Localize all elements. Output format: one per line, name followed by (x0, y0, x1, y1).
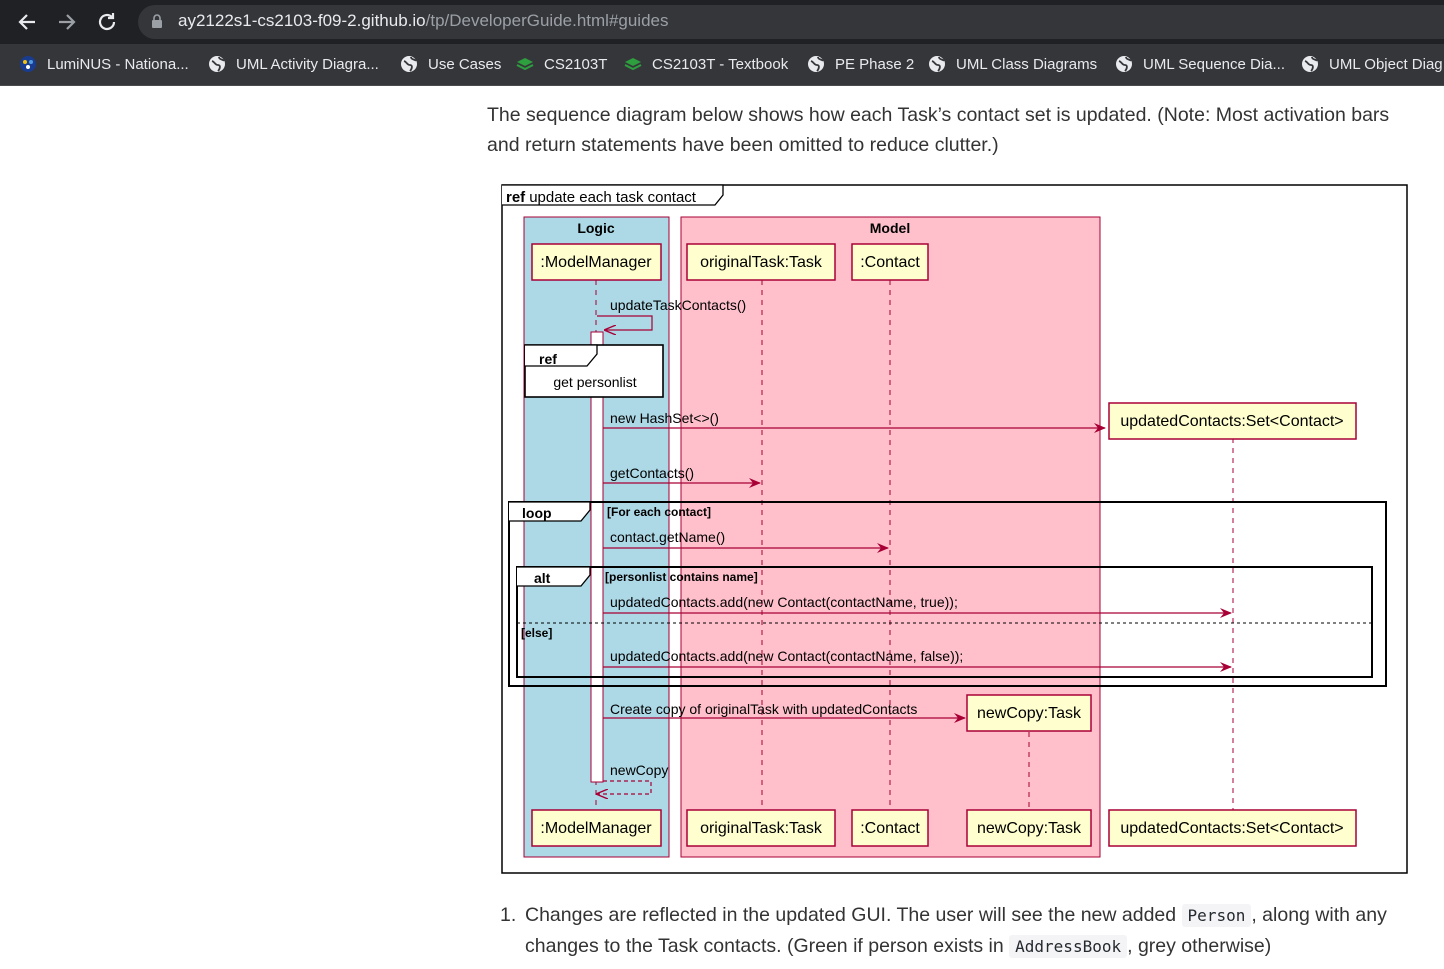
globe-icon (209, 56, 225, 72)
activation-bar (590, 331, 604, 783)
bookmark-label: PE Phase 2 (835, 55, 915, 73)
return-arrow (597, 780, 652, 794)
url-host: ay2122s1-cs2103-f09-2.github.io (178, 11, 426, 30)
bookmark-uml-sequence[interactable]: UML Sequence Dia... (1115, 44, 1285, 84)
arrow-right-icon (59, 14, 76, 30)
bookmark-luminus[interactable]: LumiNUS - Nationa... (19, 44, 189, 84)
msg-return-newcopy: newCopy (610, 762, 668, 778)
participant-newcopy: newCopy:Task (966, 694, 1092, 732)
msg-get-contacts: getContacts() (610, 465, 694, 481)
page-content: The sequence diagram below shows how eac… (0, 86, 1444, 969)
lock-icon (152, 14, 162, 28)
participant-updatedcontacts: updatedContacts:Set<Contact> (1108, 402, 1357, 440)
svg-text::Contact: :Contact (860, 820, 920, 837)
svg-text:alt: alt (534, 570, 551, 586)
reload-icon (98, 13, 116, 31)
globe-icon (1302, 56, 1318, 72)
participant-contact-bottom: :Contact (851, 809, 929, 847)
browser-toolbar: ay2122s1-cs2103-f09-2.github.io/tp/Devel… (0, 0, 1444, 44)
msg-update-task-contacts: updateTaskContacts() (610, 297, 746, 313)
participant-newcopy-bottom: newCopy:Task (966, 809, 1092, 847)
participant-modelmanager: :ModelManager (531, 243, 662, 281)
bookmark-pe-phase-2[interactable]: PE Phase 2 (807, 44, 914, 84)
forward-button[interactable] (53, 8, 81, 36)
list-item: Changes are reflected in the updated GUI… (525, 900, 1420, 962)
globe-icon (808, 56, 824, 72)
participant-updatedcontacts-bottom: updatedContacts:Set<Contact> (1108, 809, 1357, 847)
svg-text:newCopy:Task: newCopy:Task (977, 705, 1082, 722)
bookmarks-bar: LumiNUS - Nationa... UML Activity Diagra… (0, 44, 1444, 86)
logic-box-label: Logic (577, 220, 615, 236)
msg-add-false: updatedContacts.add(new Contact(contactN… (610, 648, 963, 664)
url-text: ay2122s1-cs2103-f09-2.github.io/tp/Devel… (178, 11, 669, 31)
code-addressbook: AddressBook (1009, 935, 1128, 958)
bookmark-label: UML Object Diag (1329, 55, 1443, 73)
globe-icon (1116, 56, 1132, 72)
bookmark-uml-activity[interactable]: UML Activity Diagra... (208, 44, 379, 84)
luminus-icon (20, 56, 36, 72)
svg-text:newCopy:Task: newCopy:Task (977, 820, 1082, 837)
svg-text:originalTask:Task: originalTask:Task (700, 820, 823, 837)
participant-originaltask: originalTask:Task (686, 243, 836, 281)
address-bar[interactable]: ay2122s1-cs2103-f09-2.github.io/tp/Devel… (138, 5, 1444, 39)
bookmark-label: CS2103T - Textbook (652, 55, 789, 73)
list-number: 1. (500, 904, 517, 926)
msg-create-copy: Create copy of originalTask with updated… (610, 701, 917, 717)
bookmark-uml-object[interactable]: UML Object Diag (1301, 44, 1443, 84)
svg-text::ModelManager: :ModelManager (540, 254, 652, 271)
model-box-label: Model (870, 220, 910, 236)
participant-originaltask-bottom: originalTask:Task (686, 809, 836, 847)
bookmark-use-cases[interactable]: Use Cases (400, 44, 501, 84)
svg-text:get personlist: get personlist (553, 374, 636, 390)
url-path: /tp/DeveloperGuide.html#guides (425, 11, 669, 30)
list-text: , along with any changes to the Task con… (525, 904, 1387, 957)
bookmark-uml-class[interactable]: UML Class Diagrams (928, 44, 1097, 84)
svg-text:[For each contact]: [For each contact] (607, 505, 711, 519)
loop-frame: loop [For each contact] (508, 501, 1387, 687)
arrow-left-icon (18, 14, 35, 30)
stack-icon (516, 58, 534, 71)
globe-icon (401, 56, 417, 72)
ref-get-personlist: ref get personlist (524, 344, 664, 398)
svg-text:[personlist contains name]: [personlist contains name] (605, 570, 758, 584)
reload-button[interactable] (93, 8, 121, 36)
bookmark-label: UML Sequence Dia... (1143, 55, 1286, 73)
self-call-arrow (597, 315, 653, 330)
participant-modelmanager-bottom: :ModelManager (531, 809, 662, 847)
msg-get-name: contact.getName() (610, 529, 725, 545)
svg-text::ModelManager: :ModelManager (540, 820, 652, 837)
bookmark-label: Use Cases (428, 55, 502, 73)
list-text: , grey otherwise) (1127, 935, 1272, 957)
participant-contact: :Contact (851, 243, 929, 281)
code-person: Person (1181, 904, 1252, 927)
bookmark-cs2103t[interactable]: CS2103T (516, 44, 607, 84)
svg-text:loop: loop (522, 505, 552, 521)
bookmark-label: UML Class Diagrams (956, 55, 1098, 73)
svg-text:ref: ref (539, 351, 557, 367)
back-button[interactable] (13, 8, 41, 36)
svg-text:[else]: [else] (521, 626, 552, 640)
svg-text::Contact: :Contact (860, 254, 920, 271)
bookmark-cs2103t-textbook[interactable]: CS2103T - Textbook (624, 44, 788, 84)
svg-text:originalTask:Task: originalTask:Task (700, 254, 823, 271)
svg-text:updatedContacts:Set<Contact>: updatedContacts:Set<Contact> (1120, 413, 1343, 430)
msg-new-hashset: new HashSet<>() (610, 410, 719, 426)
bookmark-label: UML Activity Diagra... (236, 55, 379, 73)
bookmark-label: CS2103T (544, 55, 608, 73)
alt-frame: alt [personlist contains name] [else] (516, 566, 1373, 678)
svg-text:updatedContacts:Set<Contact>: updatedContacts:Set<Contact> (1120, 820, 1343, 837)
stack-icon (624, 58, 642, 71)
intro-paragraph: The sequence diagram below shows how eac… (487, 104, 1390, 156)
list-text: Changes are reflected in the updated GUI… (525, 904, 1182, 926)
msg-add-true: updatedContacts.add(new Contact(contactN… (610, 594, 958, 610)
globe-icon (929, 56, 945, 72)
bookmark-label: LumiNUS - Nationa... (47, 55, 189, 73)
